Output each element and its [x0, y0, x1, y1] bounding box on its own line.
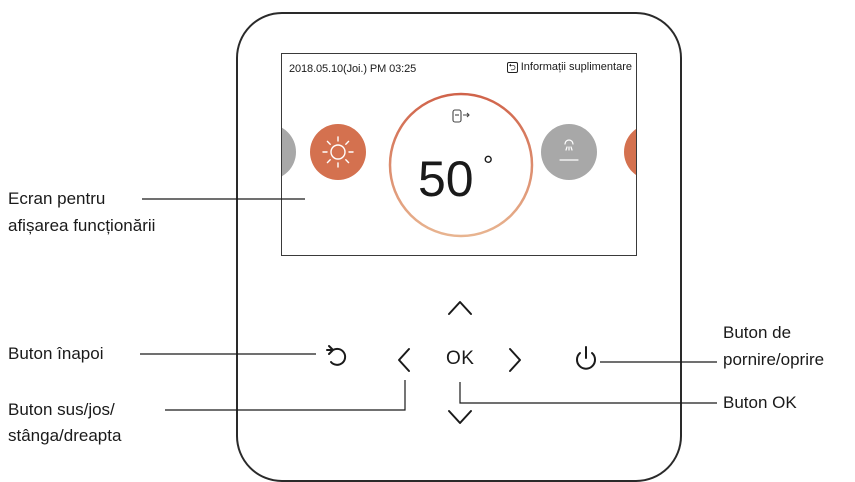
callout-direction-buttons-line2: stânga/dreapta [8, 426, 122, 445]
temperature-value: 50 [418, 151, 474, 207]
down-arrow-icon [448, 410, 472, 424]
callout-power-button-line1: Buton de [723, 323, 792, 342]
callout-overlay [140, 198, 717, 424]
callout-display-screen-line2: afișarea funcționării [8, 216, 156, 235]
temperature-ring [388, 92, 534, 238]
back-info-icon: ⮌ [506, 61, 518, 73]
callout-direction-buttons-line1: Buton sus/jos/ [8, 400, 115, 419]
mode-bubble-right-edge [624, 124, 636, 180]
degree-symbol: ° [483, 150, 494, 180]
water-tank-icon [452, 109, 470, 123]
left-arrow-icon [398, 348, 410, 372]
callout-ok-button: Buton OK [723, 393, 797, 412]
shower-icon [559, 139, 579, 161]
sun-icon [322, 136, 354, 168]
callout-power-button-line2: pornire/oprire [723, 350, 825, 369]
leader-ok-button [459, 382, 717, 404]
right-button[interactable] [503, 344, 527, 376]
up-arrow-icon [448, 301, 472, 315]
down-button[interactable] [444, 404, 476, 428]
datetime-label: 2018.05.10(Joi.) PM 03:25 [289, 63, 417, 75]
power-button[interactable] [571, 342, 601, 372]
left-button[interactable] [392, 344, 416, 376]
back-button[interactable] [318, 342, 346, 372]
hot-water-mode-bubble [541, 124, 597, 180]
heating-mode-bubble [310, 124, 366, 180]
callout-back-button: Buton înapoi [8, 344, 104, 363]
leader-direction-buttons [165, 380, 406, 411]
info-label: Informații suplimentare [520, 61, 632, 73]
ok-button[interactable]: OK [446, 348, 475, 369]
back-icon [326, 345, 347, 366]
up-button[interactable] [444, 296, 476, 320]
display-screen: 2018.05.10(Joi.) PM 03:25 ⮌ Informații s… [281, 53, 637, 256]
callout-display-screen-line1: Ecran pentru [8, 189, 106, 208]
right-arrow-icon [509, 348, 521, 372]
power-icon [576, 346, 596, 370]
info-indicator: ⮌ Informații suplimentare [506, 61, 632, 73]
